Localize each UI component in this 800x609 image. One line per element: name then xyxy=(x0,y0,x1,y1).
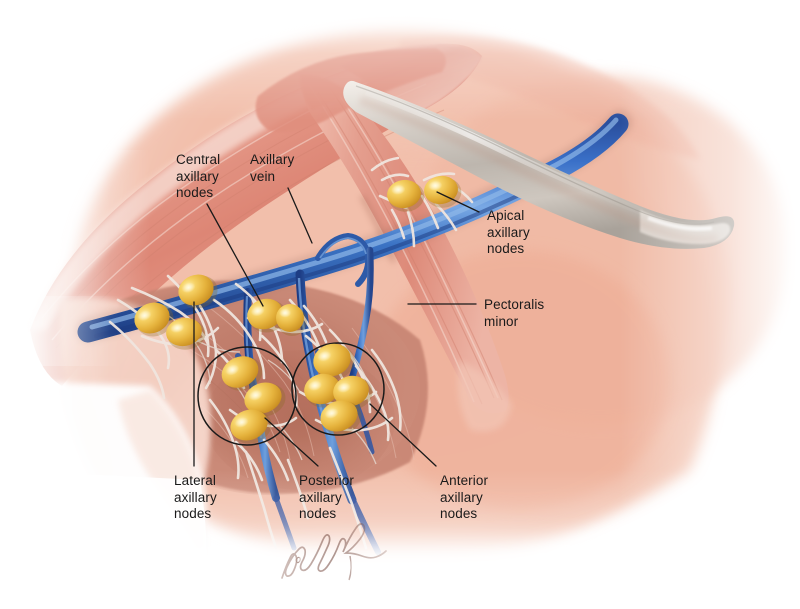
label-axillary-vein: Axillary vein xyxy=(250,152,295,184)
leader-axillary-vein xyxy=(287,187,313,244)
anterior-group-circle xyxy=(291,342,385,436)
label-pectoralis-minor: Pectoralis minor xyxy=(484,297,545,329)
posterior-group-circle xyxy=(197,346,297,446)
central-axillary-nodes-group xyxy=(247,298,307,336)
leader-posterior-axillary-nodes xyxy=(264,417,319,467)
posterior-axillary-nodes-group xyxy=(221,356,286,444)
apical-axillary-nodes-group xyxy=(387,175,462,212)
lymph-nodes xyxy=(134,175,462,444)
label-apical-axillary-nodes: Apical axillary nodes xyxy=(487,208,530,256)
label-posterior-axillary-nodes: Posterior axillary nodes xyxy=(299,473,354,521)
leader-central-axillary-nodes xyxy=(206,203,264,307)
lateral-axillary-nodes-group xyxy=(134,274,218,350)
artist-signature xyxy=(281,523,387,581)
anterior-axillary-nodes-group xyxy=(304,343,373,435)
label-central-axillary-nodes: Central axillary nodes xyxy=(176,152,221,200)
node-group-circles xyxy=(197,342,385,446)
leader-lines xyxy=(193,187,480,467)
leader-apical-axillary-nodes xyxy=(436,191,480,213)
label-anterior-axillary-nodes: Anterior axillary nodes xyxy=(440,473,489,521)
label-lateral-axillary-nodes: Lateral axillary nodes xyxy=(174,473,217,521)
leader-anterior-axillary-nodes xyxy=(369,403,437,467)
